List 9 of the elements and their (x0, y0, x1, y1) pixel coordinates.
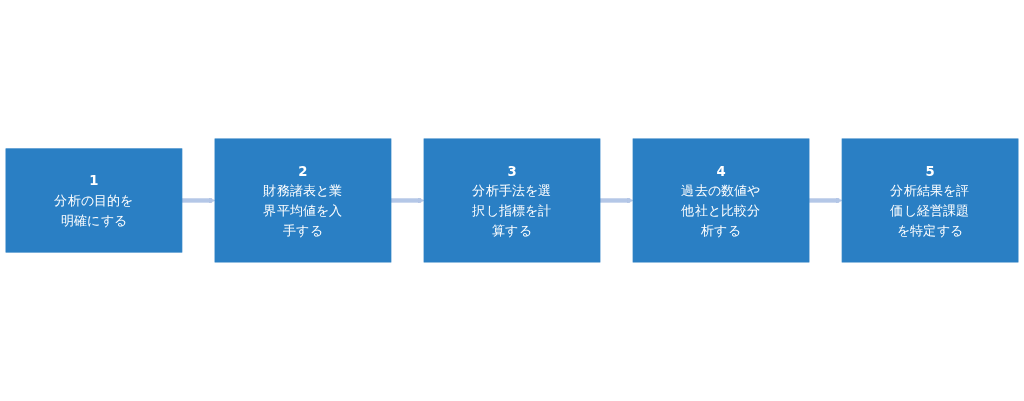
node-box: 2 財務諸表と業界平均値を入手する (214, 138, 392, 263)
arrow (181, 197, 216, 204)
node-box: 3 分析手法を選択し指標を計算する (423, 138, 601, 263)
node-box: 1 分析の目的を明確にする (5, 148, 183, 253)
arrow (809, 197, 843, 204)
arrow (391, 197, 425, 204)
arrow (600, 197, 634, 204)
node-box: 5 分析結果を評価し経営課題を特定する (841, 138, 1019, 263)
node-box: 4 過去の数値や他社と比較分析する (632, 138, 810, 263)
